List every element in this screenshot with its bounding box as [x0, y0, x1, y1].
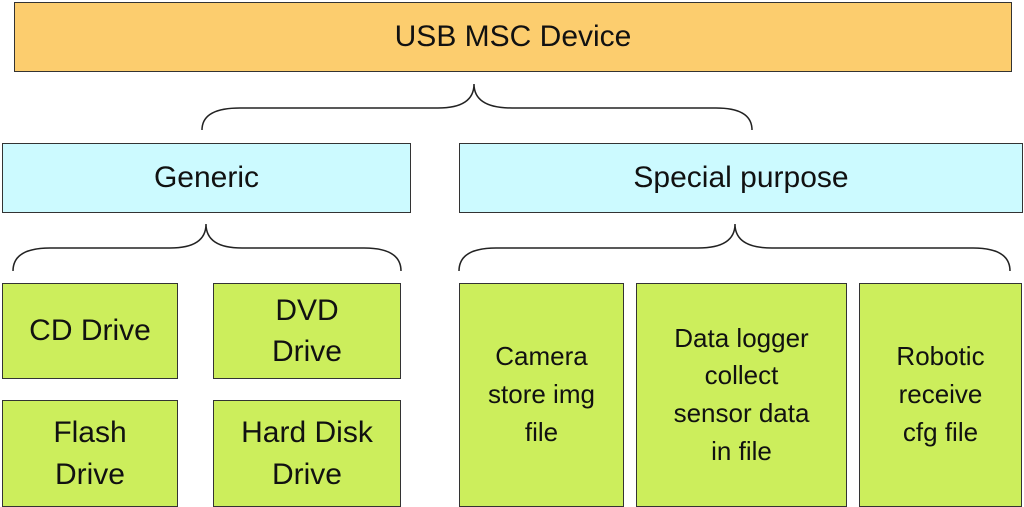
node-flash-drive: Flash Drive — [2, 400, 178, 507]
node-special-purpose: Special purpose — [459, 143, 1023, 213]
node-usb-msc-device: USB MSC Device — [14, 2, 1012, 72]
node-label: DVD Drive — [271, 293, 342, 368]
node-label: USB MSC Device — [394, 20, 632, 53]
node-label: Generic — [153, 161, 260, 194]
node-cd-drive: CD Drive — [2, 283, 178, 379]
node-data-logger: Data logger collect sensor data in file — [636, 283, 847, 507]
node-label: Camera store img file — [488, 341, 595, 447]
node-robotic: Robotic receive cfg file — [859, 283, 1022, 507]
node-label: Special purpose — [633, 161, 849, 194]
node-dvd-drive: DVD Drive — [213, 283, 401, 379]
node-hard-disk-drive: Hard Disk Drive — [213, 400, 401, 507]
node-label: Hard Disk Drive — [241, 416, 373, 491]
node-generic: Generic — [2, 143, 411, 213]
brace-root — [201, 83, 753, 131]
node-label: CD Drive — [29, 314, 151, 348]
brace-generic — [12, 223, 402, 272]
node-label: Robotic receive cfg file — [896, 341, 985, 447]
node-label: Flash Drive — [53, 416, 127, 491]
node-camera: Camera store img file — [459, 283, 624, 507]
brace-special-purpose — [458, 223, 1011, 272]
node-label: Data logger collect sensor data in file — [673, 322, 810, 466]
